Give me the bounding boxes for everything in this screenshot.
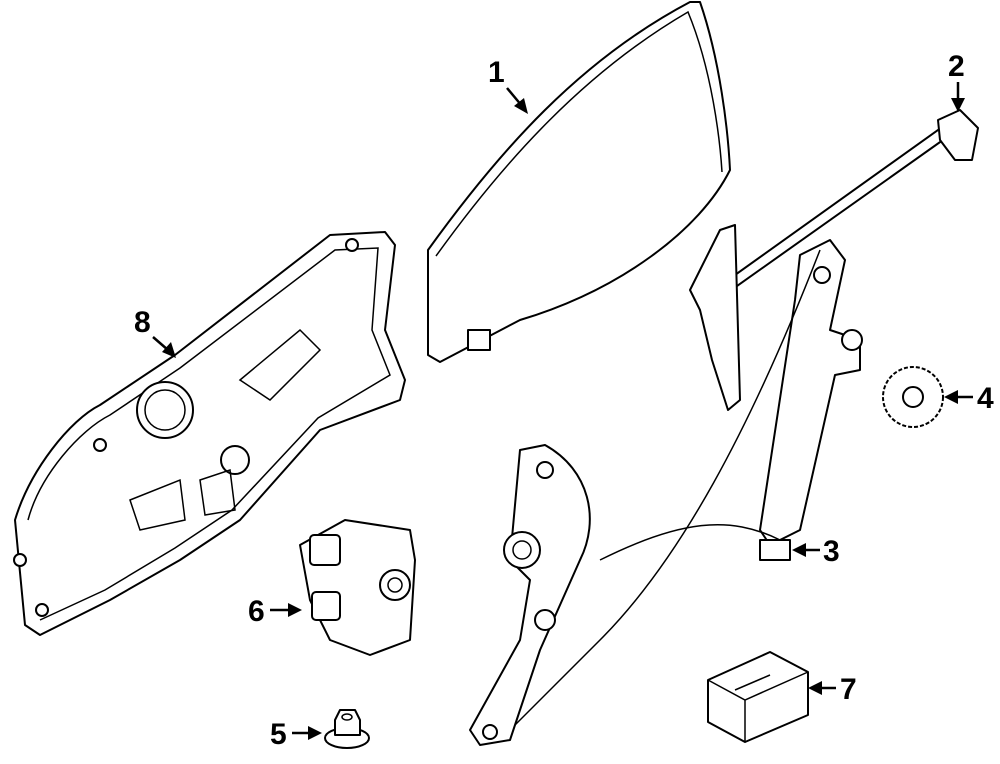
callout-2: 2: [948, 50, 965, 112]
svg-text:7: 7: [840, 673, 857, 706]
callout-8: 8: [134, 306, 176, 358]
callout-1: 1: [488, 56, 528, 114]
svg-text:4: 4: [977, 382, 994, 415]
part-gear: [882, 366, 944, 428]
callout-4: 4: [944, 382, 994, 415]
callout-7: 7: [808, 673, 857, 706]
svg-text:6: 6: [248, 595, 265, 628]
part-motor: [299, 519, 416, 656]
callout-5: 5: [270, 718, 322, 751]
callout-6: 6: [248, 595, 302, 628]
svg-text:8: 8: [134, 306, 151, 339]
part-run-channel-bracket: [689, 109, 979, 411]
part-glass: [427, 1, 731, 363]
part-module: [707, 651, 809, 743]
callout-3: 3: [792, 535, 840, 568]
part-carrier-panel: [13, 231, 406, 636]
svg-text:3: 3: [823, 535, 840, 568]
part-regulator: [469, 239, 863, 746]
svg-text:5: 5: [270, 718, 287, 751]
svg-text:2: 2: [948, 50, 965, 83]
svg-text:1: 1: [488, 56, 505, 89]
part-nut: [324, 709, 370, 749]
